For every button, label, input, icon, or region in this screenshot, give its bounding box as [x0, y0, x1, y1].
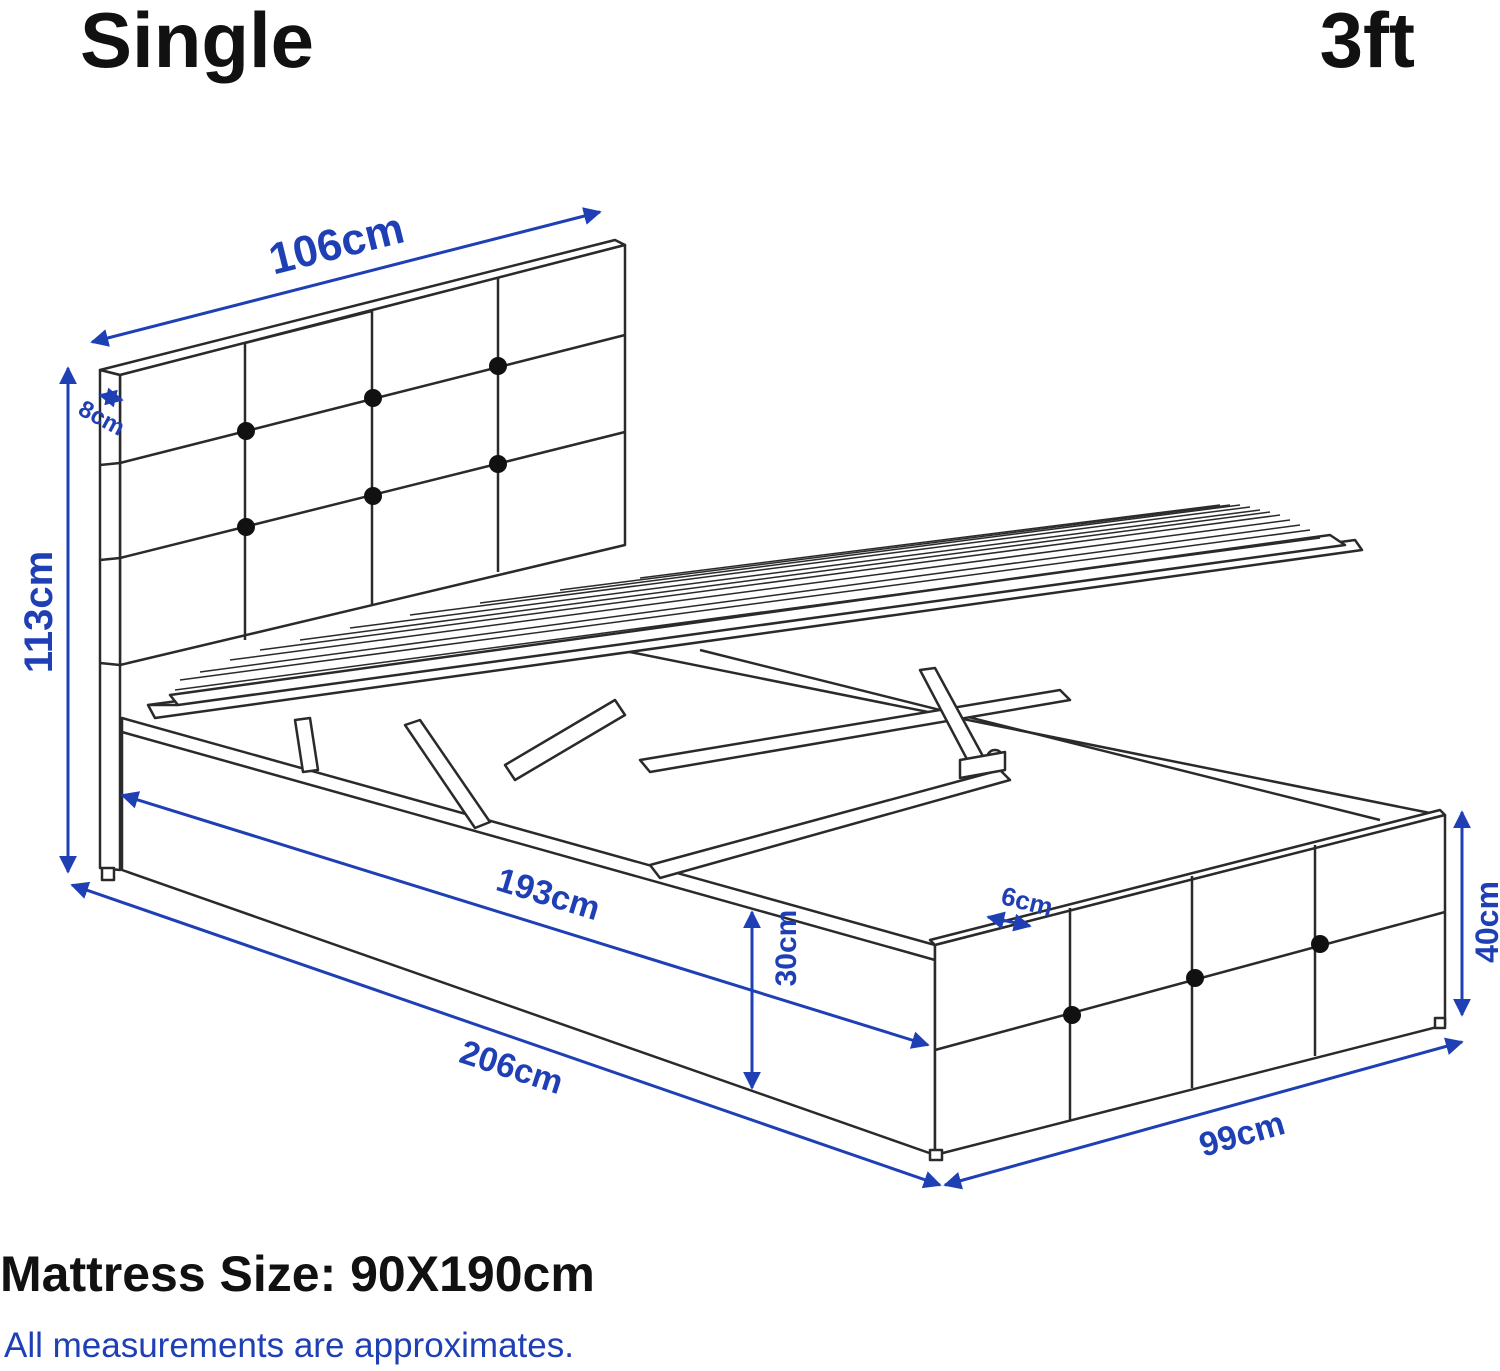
- dim-line-total-length: [70, 881, 942, 1189]
- button-dot: [1186, 969, 1204, 987]
- approximation-note: All measurements are approximates.: [4, 1326, 574, 1365]
- label-headboard-height: 113cm: [17, 551, 61, 673]
- button-dot: [237, 422, 255, 440]
- bed-frame-drawing: [98, 238, 1447, 1162]
- dim-line-headboard-thickness: [98, 387, 124, 408]
- label-headboard-width: 106cm: [264, 204, 409, 285]
- button-dot: [489, 357, 507, 375]
- label-total-length: 206cm: [455, 1033, 567, 1102]
- lift-up-slat-base: [146, 504, 1364, 720]
- button-dot: [1063, 1006, 1081, 1024]
- button-dot: [364, 487, 382, 505]
- size-feet: 3ft: [1319, 0, 1415, 84]
- dim-line-total-width: [943, 1037, 1464, 1190]
- label-storage-depth: 30cm: [770, 910, 803, 987]
- size-name: Single: [80, 0, 315, 84]
- footboard: [928, 808, 1447, 1162]
- button-dot: [364, 389, 382, 407]
- label-side-thickness: 6cm: [998, 880, 1056, 922]
- button-dot: [489, 455, 507, 473]
- bed-diagram: 106cm 8cm 113cm 193cm 6cm 40cm 30cm 206c…: [17, 204, 1500, 1190]
- label-footboard-height: 40cm: [1469, 881, 1500, 963]
- mattress-size: Mattress Size: 90X190cm: [0, 1246, 595, 1302]
- button-dot: [1311, 935, 1329, 953]
- dim-line-side-thickness: [986, 911, 1032, 932]
- dim-line-headboard-width: [90, 207, 602, 347]
- tufting-buttons: [237, 357, 1329, 1024]
- button-dot: [237, 518, 255, 536]
